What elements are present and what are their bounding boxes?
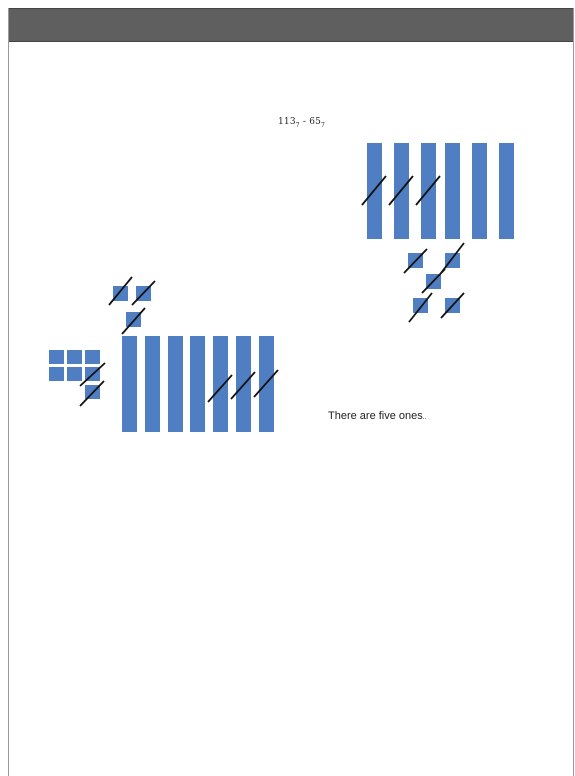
- top-rod-group: [362, 143, 514, 239]
- caption-text: There are five ones: [328, 410, 423, 422]
- top-unit-group: [404, 243, 464, 322]
- cross-out-mark: [80, 363, 105, 386]
- caption-ellipsis: ..: [423, 415, 426, 421]
- cross-out-mark: [409, 293, 432, 322]
- unit-cube: [49, 367, 64, 381]
- unit-cube: [49, 350, 64, 364]
- unit-cube: [67, 350, 82, 364]
- left-unit-grid: [49, 350, 105, 406]
- explanation-caption: There are five ones..: [328, 410, 426, 422]
- cross-out-mark: [404, 249, 427, 273]
- unit-cube: [67, 367, 82, 381]
- cross-out-mark: [132, 281, 155, 305]
- rod: [145, 336, 160, 432]
- rod: [445, 143, 460, 239]
- rod: [122, 336, 137, 432]
- cross-out-mark: [80, 381, 104, 406]
- left-rod-group: [122, 336, 278, 432]
- rod: [472, 143, 487, 239]
- unit-cube: [85, 350, 100, 364]
- cross-out-mark: [122, 308, 145, 334]
- rod: [499, 143, 514, 239]
- left-upper-unit-group: [109, 277, 155, 334]
- cross-out-mark: [422, 269, 445, 293]
- rod: [213, 336, 228, 432]
- cross-out-mark: [441, 293, 464, 318]
- rod: [168, 336, 183, 432]
- rod: [190, 336, 205, 432]
